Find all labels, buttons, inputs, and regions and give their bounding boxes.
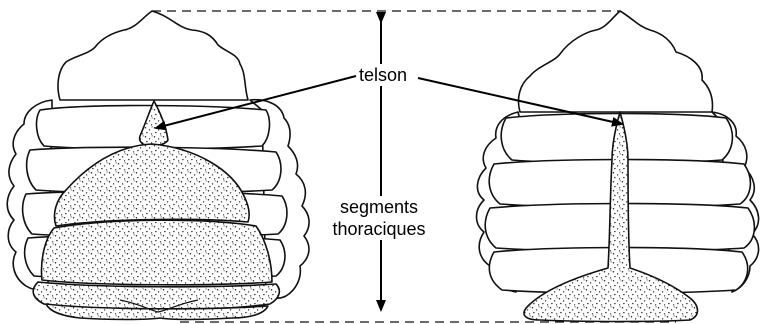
telson-label: telson	[357, 64, 409, 86]
segments-label: segments thoraciques	[322, 196, 436, 240]
left-carapace	[58, 11, 248, 100]
segments-label-line1: segments	[324, 196, 434, 218]
left-specimen	[7, 11, 309, 320]
right-carapace	[518, 11, 712, 112]
right-specimen	[477, 11, 759, 322]
segments-label-line2: thoraciques	[324, 218, 434, 240]
left-abdomen-lower	[42, 220, 273, 285]
